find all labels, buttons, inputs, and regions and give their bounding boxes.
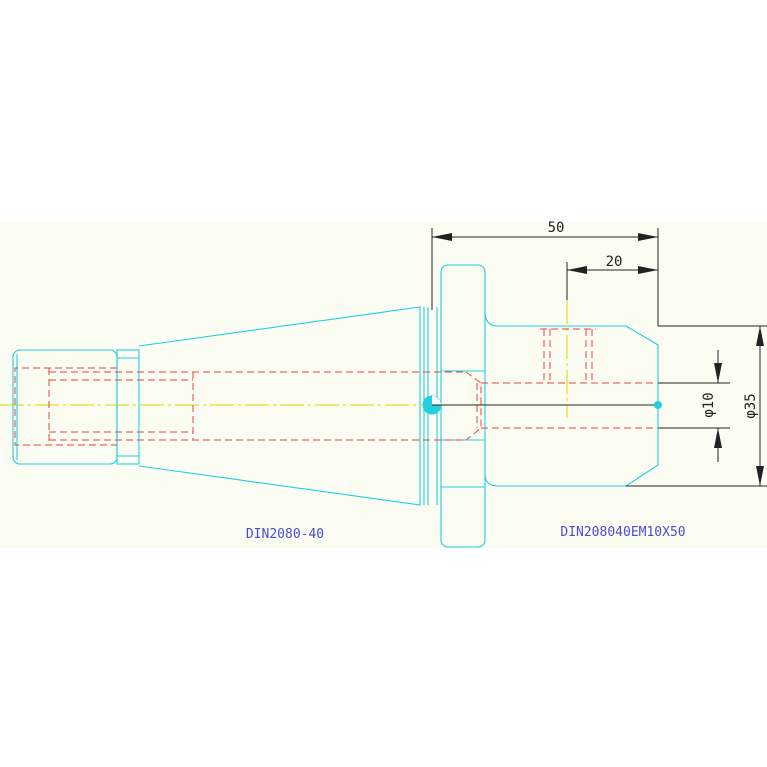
dim-35-arrow-top — [756, 326, 764, 346]
dim-50-arrow-left — [432, 233, 452, 241]
taper-outline — [138, 306, 421, 506]
dim-35-arrow-bottom — [756, 466, 764, 486]
drawing-area — [0, 222, 767, 548]
dim-20-arrow-left — [567, 266, 587, 274]
dim-35-value: φ35 — [743, 393, 759, 418]
dim-50-arrow-right — [638, 233, 658, 241]
dim-10-arrow-top — [714, 363, 722, 383]
taper-standard-label: DIN2080-40 — [246, 527, 324, 542]
dim-20-value: 20 — [606, 254, 623, 270]
dim-10-arrow-bottom — [714, 428, 722, 448]
knob-neck — [116, 349, 140, 465]
holder-code-label: DIN208040EM10X50 — [560, 525, 685, 540]
dim-10-value: φ10 — [701, 392, 717, 417]
reference-marker-left-quadrant — [432, 396, 441, 405]
knob-inner-bore — [14, 367, 117, 446]
dim-20-arrow-right — [638, 266, 658, 274]
dim-50-value: 50 — [548, 220, 565, 236]
reference-marker-right — [654, 401, 662, 409]
